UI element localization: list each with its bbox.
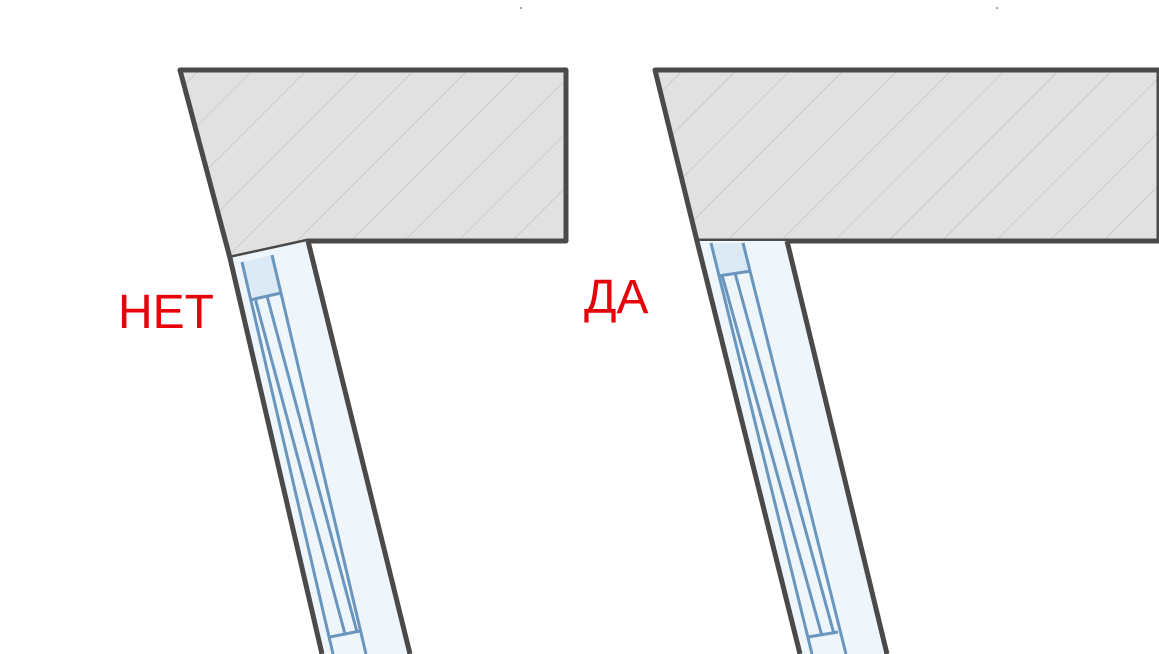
window-outer-edge [694,240,803,654]
window-inner-edge [784,240,890,654]
right-variant [652,67,1159,654]
dot-mark [520,7,522,9]
window-glass [697,241,887,654]
dot-mark [996,7,998,9]
ceiling-slab [652,67,1159,244]
right-label: ДА [584,271,649,324]
window-frame-lines [709,242,848,654]
window-glass [230,241,410,654]
window-outer-edge [227,257,325,654]
ceiling-slab [177,67,569,261]
wrong-label: НЕТ [118,286,214,339]
window-frame-top [242,255,281,299]
wrong-variant [177,67,569,654]
window-frame-top [711,243,750,275]
window-inner-edge [305,240,413,654]
window-frame-lines [240,254,368,654]
